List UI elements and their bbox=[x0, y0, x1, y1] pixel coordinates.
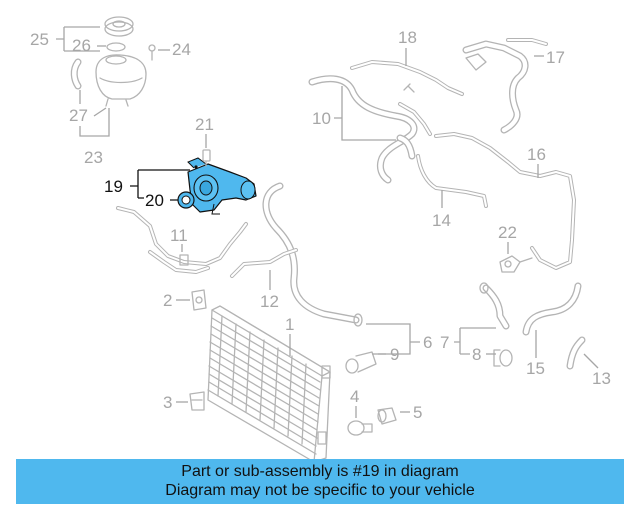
callout-19: 19 bbox=[104, 177, 123, 196]
coolant-expansion-tank bbox=[95, 54, 147, 107]
callout-20: 20 bbox=[145, 191, 164, 210]
hose-7 bbox=[479, 282, 510, 330]
callout-21: 21 bbox=[195, 115, 214, 134]
fitting-5 bbox=[377, 407, 397, 425]
hose-14 bbox=[416, 154, 488, 208]
fitting-4 bbox=[347, 420, 373, 436]
callout-24: 24 bbox=[172, 40, 191, 59]
callout-5: 5 bbox=[413, 403, 422, 422]
connector-8 bbox=[493, 349, 513, 367]
callout-25: 25 bbox=[30, 30, 49, 49]
info-banner: Part or sub-assembly is #19 in diagram D… bbox=[16, 459, 624, 504]
callout-1: 1 bbox=[285, 315, 294, 334]
callout-3: 3 bbox=[163, 393, 172, 412]
leader-6 bbox=[366, 323, 420, 355]
leader-13 bbox=[583, 353, 599, 369]
callout-7: 7 bbox=[440, 333, 449, 352]
leader-7 bbox=[454, 327, 496, 355]
callout-6: 6 bbox=[423, 333, 432, 352]
callout-22: 22 bbox=[498, 223, 517, 242]
callout-27: 27 bbox=[69, 106, 88, 125]
radiator-hose bbox=[262, 182, 363, 327]
banner-line-2: Diagram may not be specific to your vehi… bbox=[165, 482, 475, 499]
radiator bbox=[207, 305, 331, 463]
callout-10: 10 bbox=[312, 109, 331, 128]
tank-hose bbox=[70, 58, 82, 90]
callout-18: 18 bbox=[398, 28, 417, 47]
connector-22 bbox=[499, 255, 533, 273]
callout-23: 23 bbox=[84, 148, 103, 167]
coolant-pipe-11 bbox=[116, 206, 248, 274]
small-hose-lower bbox=[396, 134, 416, 160]
callout-13: 13 bbox=[592, 369, 611, 388]
radiator-mount-3 bbox=[189, 391, 205, 411]
leader-10 bbox=[334, 86, 396, 141]
hose-17 bbox=[462, 38, 548, 134]
temperature-sensor bbox=[202, 149, 211, 167]
tank-bolt bbox=[148, 44, 156, 61]
callout-8: 8 bbox=[472, 345, 481, 364]
coolant-pipe-18 bbox=[350, 60, 464, 96]
hose-15 bbox=[522, 282, 582, 336]
connector-9 bbox=[345, 351, 377, 374]
leader-19 bbox=[130, 169, 190, 198]
callout-26: 26 bbox=[72, 36, 91, 55]
callout-12: 12 bbox=[260, 292, 279, 311]
callout-15: 15 bbox=[526, 359, 545, 378]
callout-11: 11 bbox=[170, 226, 188, 245]
radiator-bracket-2 bbox=[191, 289, 207, 311]
expansion-tank-cap bbox=[104, 16, 134, 37]
cap-seal-ring bbox=[106, 42, 126, 52]
callout-4: 4 bbox=[350, 387, 359, 406]
coolant-flange-part-19 bbox=[187, 157, 257, 215]
leader-23 bbox=[79, 108, 110, 137]
callout-17: 17 bbox=[546, 48, 565, 67]
callout-16: 16 bbox=[527, 145, 546, 164]
flange-seal-part-20 bbox=[177, 191, 195, 209]
banner-line-1: Part or sub-assembly is #19 in diagram bbox=[181, 463, 459, 480]
leader-25 bbox=[56, 26, 100, 52]
coolant-pipe-12 bbox=[230, 248, 298, 278]
hose-13 bbox=[566, 336, 586, 370]
hose-10 bbox=[308, 75, 432, 184]
callout-14: 14 bbox=[432, 211, 451, 230]
callout-2: 2 bbox=[163, 291, 172, 310]
coolant-pipe-16 bbox=[434, 132, 576, 270]
leader-27 bbox=[79, 90, 107, 117]
leader-20 bbox=[138, 197, 178, 201]
